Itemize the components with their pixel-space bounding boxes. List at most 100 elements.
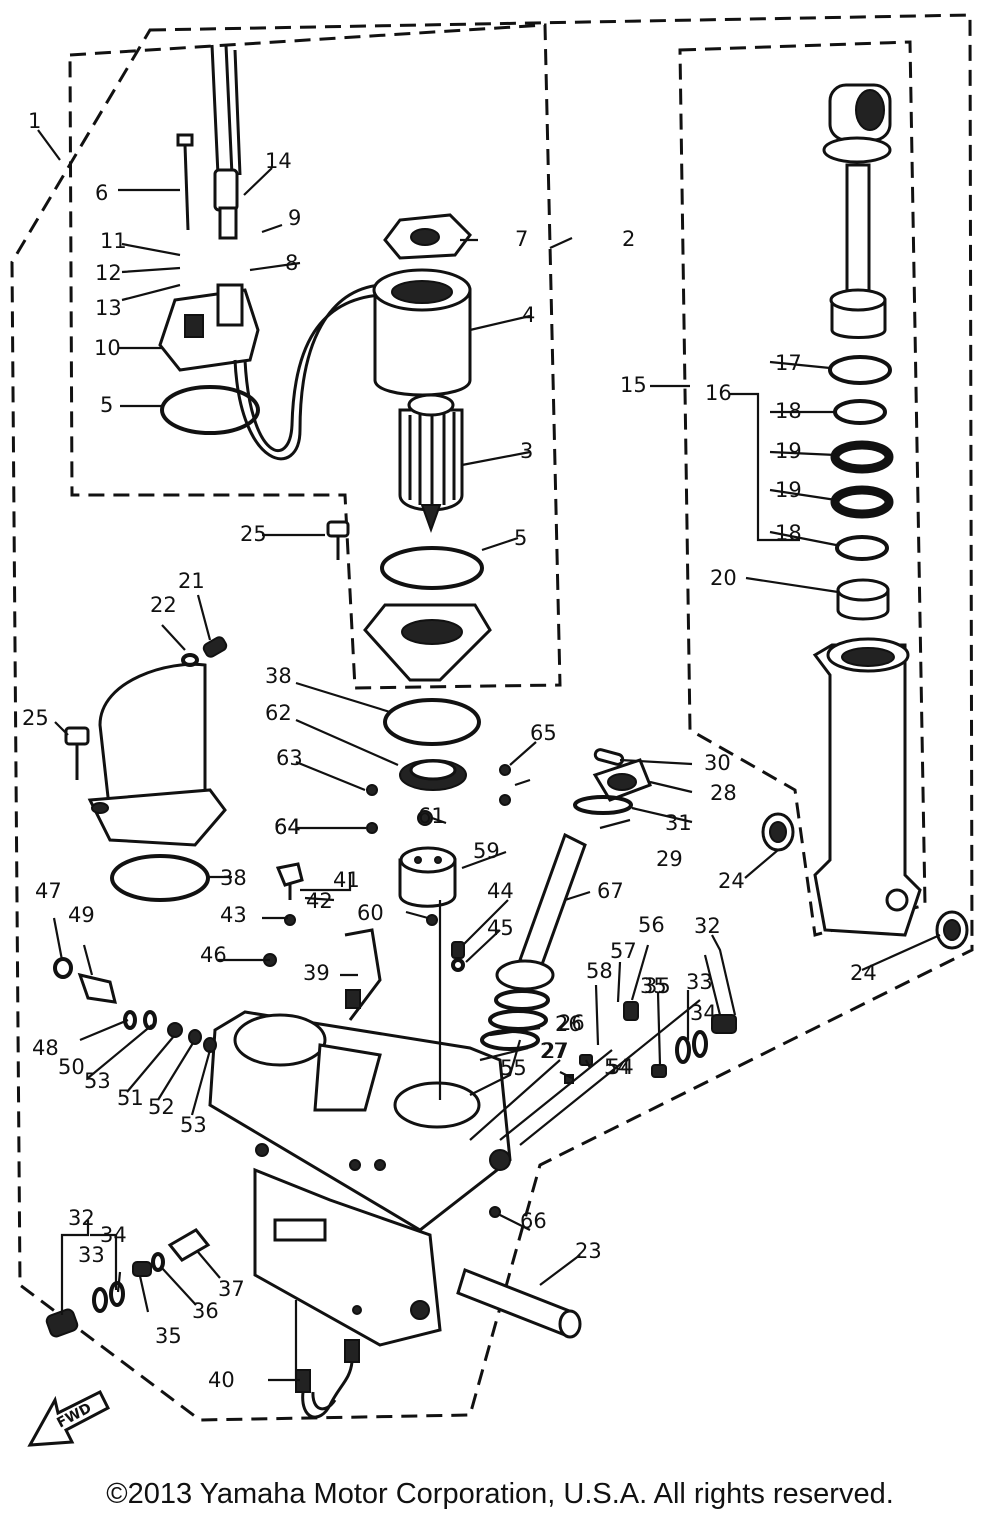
bolt-41: [275, 862, 304, 900]
part-number-label: 44: [487, 879, 514, 903]
part-number-label: 52: [148, 1095, 175, 1119]
part-number-label: 54: [607, 1055, 634, 1079]
part-number-label: 58: [586, 959, 613, 983]
part-number-label: 33: [686, 970, 713, 994]
part-number-label: 26: [558, 1011, 585, 1035]
part-number-label: 15: [620, 373, 647, 397]
part-number-label: 65: [530, 721, 557, 745]
part-number-label: 5: [100, 393, 113, 417]
part-number-label: 64: [274, 815, 301, 839]
exploded-parts-diagram: FWD 123455678910111213141516171819191820…: [10, 13, 974, 1447]
ring-27: [480, 1029, 540, 1051]
part-number-label: 19: [775, 439, 802, 463]
seal-19-lower: [830, 485, 894, 519]
part-number-label: 61: [418, 804, 445, 828]
part-number-label: 35: [155, 1324, 182, 1348]
part-number-label: 27: [540, 1039, 567, 1063]
bolt-6: [176, 133, 194, 231]
part-number-label: 43: [220, 903, 247, 927]
part-number-label: 56: [638, 913, 665, 937]
part-number-label: 40: [208, 1368, 235, 1392]
part-number-label: 38: [220, 866, 247, 890]
small-fasteners: [263, 764, 511, 1218]
motor-yoke: [372, 268, 472, 397]
ring-31: [573, 795, 633, 815]
wiring-harness: [210, 44, 242, 240]
part-number-label: 45: [487, 916, 514, 940]
part-number-label: 13: [95, 296, 122, 320]
part-number-label: 7: [515, 227, 528, 251]
pump-59: [398, 846, 457, 908]
part-number-label: 34: [690, 1001, 717, 1025]
part-number-label: 37: [218, 1277, 245, 1301]
part-number-label: 19: [775, 478, 802, 502]
ring-26: [488, 1009, 548, 1031]
tilt-cylinder: [822, 83, 892, 339]
part-number-label: 18: [775, 521, 802, 545]
part-number-label: 21: [178, 569, 205, 593]
part-number-label: 55: [500, 1056, 527, 1080]
part-number-label: 60: [357, 901, 384, 925]
part-number-label: 54: [604, 1055, 631, 1079]
o-ring-22: [181, 653, 199, 667]
part-number-label: 26: [555, 1012, 582, 1036]
valve-group-left: [53, 957, 217, 1053]
part-number-label: 32: [694, 914, 721, 938]
part-number-label: 57: [610, 939, 637, 963]
part-number-label: 5: [514, 526, 527, 550]
part-number-label: 29: [656, 847, 683, 871]
o-ring-17: [828, 355, 892, 385]
cylinder-body: [812, 637, 922, 937]
part-number-label: 41: [333, 868, 360, 892]
bolt-25-motor: [326, 520, 350, 560]
o-ring-38-center: [383, 698, 481, 746]
part-number-label: 53: [180, 1113, 207, 1137]
motor-end-cover: [363, 603, 492, 682]
part-number-label: 62: [265, 701, 292, 725]
part-number-label: 28: [710, 781, 737, 805]
motor-assembly-outline: [68, 23, 562, 690]
fwd-arrow-icon: FWD: [27, 1389, 110, 1447]
copyright-notice: ©2013 Yamaha Motor Corporation, U.S.A. A…: [106, 1478, 894, 1510]
part-number-label: 25: [240, 522, 267, 546]
lead-40: [295, 1339, 360, 1419]
part-number-label: 20: [710, 566, 737, 590]
gear-62: [399, 759, 467, 791]
part-number-label: 4: [522, 303, 535, 327]
leader-lines: [37, 129, 941, 1382]
part-number-label: 50: [58, 1055, 85, 1079]
part-number-label: 53: [84, 1069, 111, 1093]
tilt-cylinder-outline: [678, 40, 927, 937]
armature: [398, 393, 464, 533]
part-number-label: 39: [303, 961, 330, 985]
part-number-label: 16: [705, 381, 732, 405]
part-number-label: 35: [644, 974, 671, 998]
brush-cap: [383, 213, 472, 260]
part-number-label: 38: [265, 664, 292, 688]
part-number-label: 59: [473, 839, 500, 863]
part-number-label: 49: [68, 903, 95, 927]
part-number-label: 66: [520, 1209, 547, 1233]
part-number-label: 23: [575, 1239, 602, 1263]
part-number-label: 25: [22, 706, 49, 730]
part-number-label: 2: [622, 227, 635, 251]
seal-19-upper: [830, 440, 894, 474]
o-ring-38-left: [110, 854, 210, 902]
part-number-label: 64: [274, 815, 301, 839]
part-number-label: 24: [718, 869, 745, 893]
part-number-label: 22: [150, 593, 177, 617]
o-ring-18-lower: [835, 535, 889, 561]
part-number-label: 12: [95, 261, 122, 285]
plug-21: [202, 636, 228, 658]
part-number-label: 51: [117, 1086, 144, 1110]
valve-group-right: [564, 1001, 737, 1084]
part-number-label: 1: [28, 109, 41, 133]
reservoir-tank: [87, 662, 227, 847]
part-number-label: 30: [704, 751, 731, 775]
part-number-label: 24: [850, 961, 877, 985]
part-number-label: 46: [200, 943, 227, 967]
pin-30: [593, 748, 625, 766]
part-number-label: 9: [288, 206, 301, 230]
assembly-outline: [10, 13, 974, 1422]
